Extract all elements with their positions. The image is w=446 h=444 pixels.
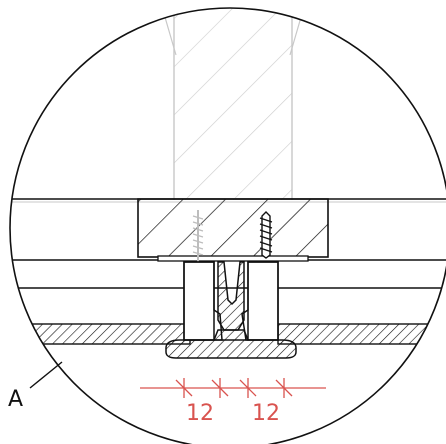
dimension-label-right: 12 [252, 401, 280, 426]
detail-contents: 12 12 [10, 8, 446, 426]
faded-post [159, 8, 307, 200]
callout-label: A [8, 387, 23, 412]
base-plate [157, 255, 309, 262]
t-clip [165, 261, 297, 359]
dimension-line [140, 378, 326, 398]
detail-circle [9, 7, 446, 444]
callout-leader [29, 361, 63, 389]
wood-block [137, 198, 329, 258]
dimension-label-left: 12 [186, 401, 214, 426]
